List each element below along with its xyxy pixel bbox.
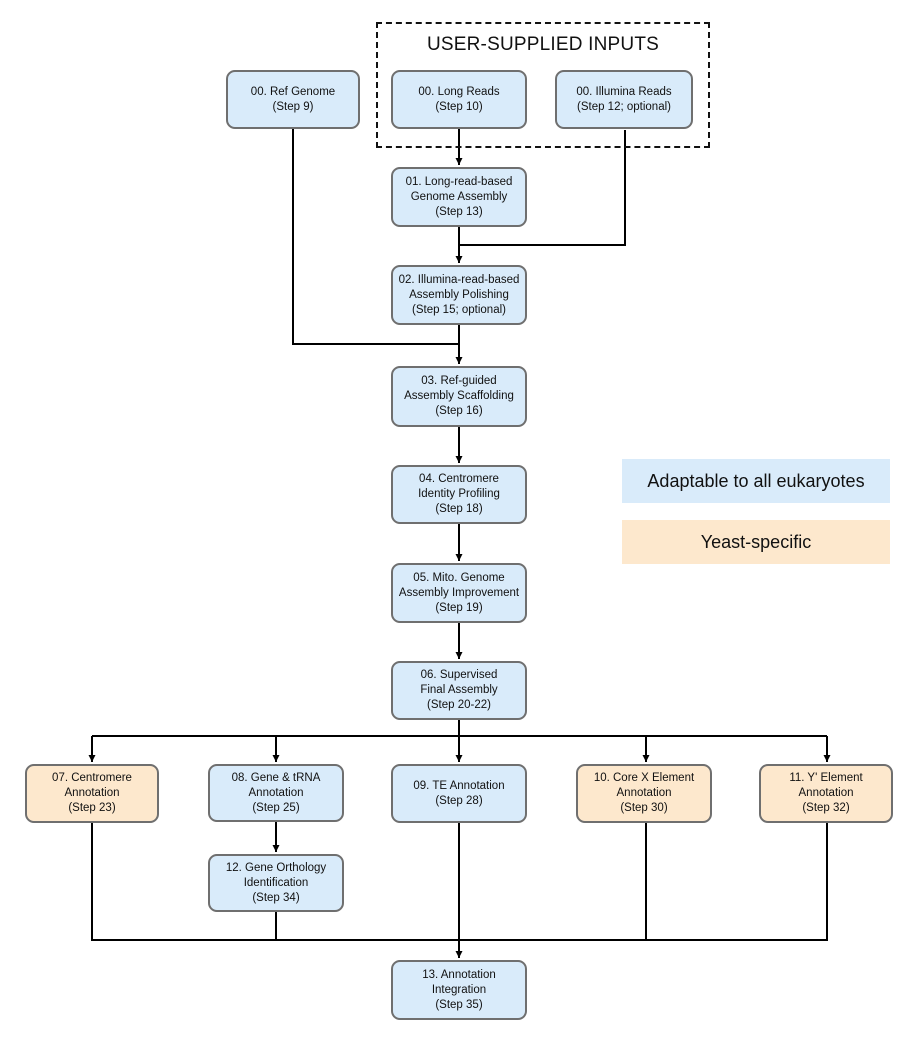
- node-label-line: (Step 25): [252, 801, 300, 814]
- node-long-reads: 00. Long Reads (Step 10): [391, 70, 527, 129]
- node-label-line: (Step 32): [802, 802, 850, 814]
- node-label-line: 01. Long-read-based: [405, 175, 513, 188]
- node-label-line: Integration: [431, 983, 487, 996]
- node-label-line: Identification: [243, 876, 309, 889]
- node-label-line: 03. Ref-guided: [421, 375, 497, 387]
- node-label-line: Identity Profiling: [418, 488, 500, 500]
- edge-ref-genome-to-03: [292, 129, 459, 345]
- node-label-line: (Step 18): [435, 503, 483, 515]
- node-label-line: Final Assembly: [420, 684, 498, 696]
- node-label-line: Annotation: [616, 787, 672, 799]
- node-label-line: 10. Core X Element: [593, 772, 695, 784]
- legend-yeast-specific-label: Yeast-specific: [700, 531, 812, 552]
- node-label-line: Annotation: [64, 787, 120, 799]
- node-label-line: (Step 10): [435, 100, 483, 113]
- node-label-line: 04. Centromere: [419, 473, 499, 485]
- node-label-line: 07. Centromere: [52, 772, 132, 784]
- node-label-line: 12. Gene Orthology: [225, 861, 327, 874]
- edge-07-to-13: [91, 823, 459, 941]
- node-08-gene-trna-annotation: 08. Gene & tRNA Annotation (Step 25): [208, 764, 344, 822]
- node-label-line: (Step 20-22): [427, 699, 491, 711]
- legend-adaptable-label: Adaptable to all eukaryotes: [647, 470, 865, 491]
- node-label-line: 09. TE Annotation: [413, 779, 505, 792]
- node-label-line: (Step 34): [252, 891, 300, 904]
- node-label-line: (Step 23): [68, 802, 116, 814]
- legend-adaptable: Adaptable to all eukaryotes: [622, 459, 890, 503]
- node-label-line: (Step 15; optional): [412, 303, 506, 316]
- node-label-line: (Step 28): [435, 794, 483, 807]
- node-label-line: 08. Gene & tRNA: [231, 771, 321, 784]
- node-label-line: Genome Assembly: [410, 190, 508, 203]
- node-label-line: 11. Y' Element: [789, 772, 863, 784]
- node-label-line: Assembly Scaffolding: [404, 390, 514, 402]
- node-label-line: (Step 30): [620, 802, 668, 814]
- edge-illumina-to-02: [459, 130, 626, 246]
- node-label-line: (Step 16): [435, 405, 483, 417]
- node-label-line: Assembly Polishing: [409, 288, 509, 301]
- node-label-line: (Step 12; optional): [577, 100, 671, 113]
- legend-yeast-specific: Yeast-specific: [622, 520, 890, 564]
- user-supplied-inputs-title: USER-SUPPLIED INPUTS: [426, 34, 660, 55]
- node-label-line: 00. Illumina Reads: [576, 85, 672, 98]
- node-label-line: (Step 9): [272, 100, 314, 113]
- node-label-line: 02. Illumina-read-based: [398, 273, 520, 286]
- node-label-line: (Step 13): [435, 205, 483, 218]
- node-ref-genome: 00. Ref Genome (Step 9): [226, 70, 360, 129]
- node-label-line: 05. Mito. Genome: [413, 571, 505, 584]
- node-label-line: 00. Long Reads: [418, 85, 500, 98]
- node-label-line: 06. Supervised: [420, 669, 498, 681]
- node-label-line: Annotation: [798, 787, 854, 799]
- node-label-line: 13. Annotation: [422, 968, 496, 981]
- node-label-line: 00. Ref Genome: [250, 85, 336, 98]
- node-label-line: (Step 19): [435, 601, 483, 614]
- edge-11-to-13: [646, 823, 828, 941]
- edge-10-to-13: [459, 823, 647, 941]
- node-illumina-reads: 00. Illumina Reads (Step 12; optional): [555, 70, 693, 129]
- node-label-line: Assembly Improvement: [398, 586, 520, 599]
- node-09-te-annotation: 09. TE Annotation (Step 28): [391, 764, 527, 823]
- node-label-line: (Step 35): [435, 998, 483, 1011]
- node-label-line: Annotation: [248, 786, 304, 799]
- user-supplied-inputs-group: [376, 22, 710, 148]
